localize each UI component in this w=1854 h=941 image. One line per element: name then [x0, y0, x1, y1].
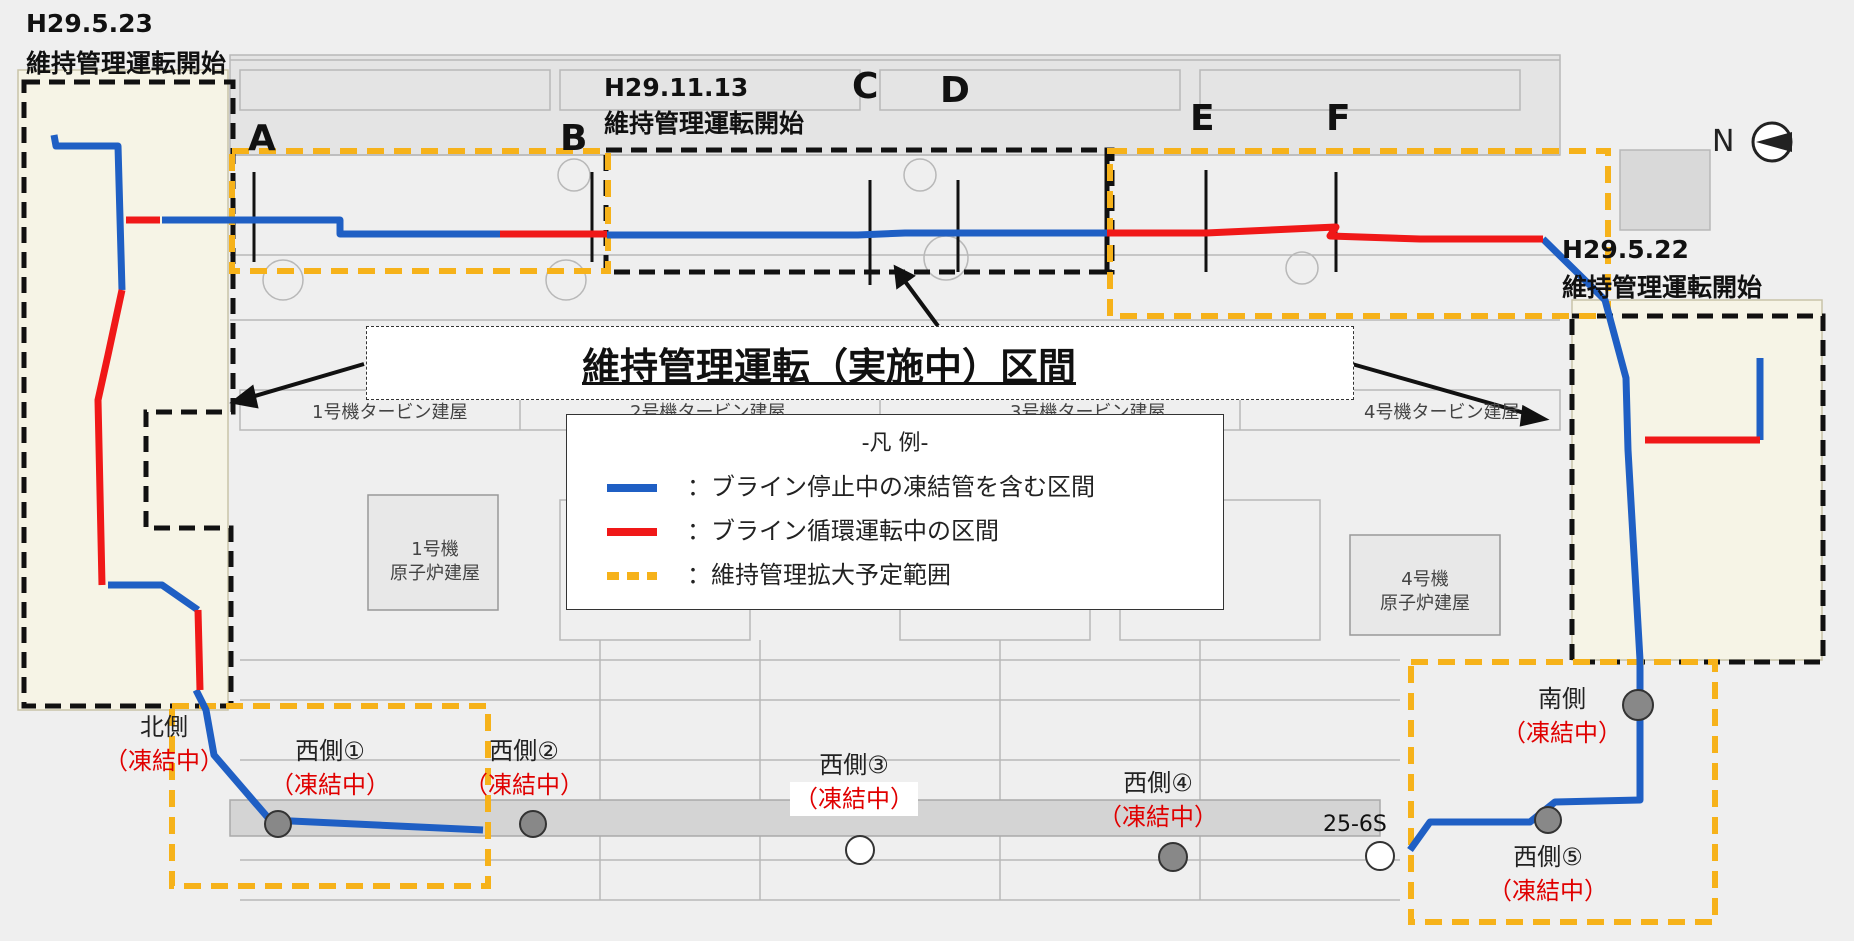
wall-west-1: 西側① （凍結中） — [270, 734, 390, 802]
red-pipe-top-ef — [1107, 223, 1543, 243]
blue-pipe-northwest — [192, 688, 484, 834]
point-25-6s — [1365, 841, 1395, 871]
wall-west-3: 西側③ （凍結中） — [790, 748, 918, 816]
legend: -凡 例- ：ブライン停止中の凍結管を含む区間 ：ブライン循環運転中の区間 ：維… — [566, 414, 1224, 610]
wall-west-4-status: （凍結中） — [1098, 803, 1218, 831]
center-date: H29.11.13 — [604, 73, 749, 102]
wall-south-name: 南側 — [1538, 685, 1586, 713]
wall-west-3-status: （凍結中） — [790, 782, 918, 816]
callout-arrows — [229, 264, 1550, 427]
section-label-c: C — [852, 66, 879, 107]
legend-swatch-yellow — [607, 572, 657, 580]
wall-west-5: 西側⑤ （凍結中） — [1488, 840, 1608, 908]
red-pipelines — [94, 216, 1760, 691]
wall-west-1-status: （凍結中） — [270, 771, 390, 799]
north-arrow — [1751, 121, 1793, 163]
point-west-5 — [1534, 806, 1562, 834]
west-date-text: 維持管理運転開始 — [26, 49, 227, 78]
east-active-region — [1569, 313, 1826, 665]
point-west-1 — [264, 810, 292, 838]
north-label: N — [1712, 124, 1735, 159]
blue-pipelines — [50, 134, 1764, 853]
planned-region-ab — [229, 148, 611, 274]
wall-south-status: （凍結中） — [1502, 719, 1622, 747]
point-west-2 — [519, 810, 547, 838]
main-title: 維持管理運転（実施中）区間 — [582, 345, 1077, 389]
section-label-e: E — [1190, 98, 1215, 139]
legend-item-red: ：ブライン循環運転中の区間 — [607, 511, 999, 546]
wall-west-2: 西側② （凍結中） — [464, 734, 584, 802]
point-south — [1622, 689, 1654, 721]
legend-label-blue: ：ブライン停止中の凍結管を含む区間 — [687, 473, 1095, 501]
point-25-6s-label: 25-6S — [1323, 812, 1387, 837]
blue-pipe-east — [1407, 236, 1644, 853]
section-label-b: B — [560, 118, 588, 159]
callout-box — [366, 326, 1354, 400]
legend-title: -凡 例- — [861, 431, 929, 456]
point-west-4 — [1158, 842, 1188, 872]
wall-north-name: 北側 — [140, 713, 188, 741]
wall-south: 南側 （凍結中） — [1502, 682, 1622, 750]
building-unit1-turbine: 1号機タービン建屋 — [312, 402, 468, 423]
wall-north-status: （凍結中） — [104, 747, 224, 775]
section-label-f: F — [1326, 98, 1351, 139]
blue-pipe-west-mid — [108, 581, 200, 613]
wall-west-5-status: （凍結中） — [1488, 877, 1608, 905]
east-date-text: 維持管理運転開始 — [1562, 273, 1763, 302]
building-unit1-reactor: 1号機 原子炉建屋 — [390, 539, 480, 584]
red-pipe-west-2 — [194, 609, 204, 691]
wall-west-1-name: 西側① — [295, 737, 365, 765]
planned-region-north — [169, 703, 491, 889]
wall-west-4: 西側④ （凍結中） — [1098, 766, 1218, 834]
blue-pipe-west-top — [50, 134, 126, 291]
legend-item-yellow: ：維持管理拡大予定範囲 — [607, 555, 951, 590]
legend-swatch-red — [607, 528, 657, 536]
planned-region-south — [1408, 659, 1718, 925]
legend-item-blue: ：ブライン停止中の凍結管を含む区間 — [607, 467, 1095, 502]
wall-west-3-name: 西側③ — [819, 751, 889, 779]
east-date: H29.5.22 — [1562, 235, 1689, 264]
section-label-a: A — [248, 118, 276, 159]
west-date: H29.5.23 — [26, 9, 153, 38]
center-date-text: 維持管理運転開始 — [604, 109, 805, 138]
wall-west-2-name: 西側② — [489, 737, 559, 765]
section-label-d: D — [940, 70, 970, 111]
legend-label-red: ：ブライン循環運転中の区間 — [687, 517, 999, 545]
red-pipe-west-1 — [94, 289, 126, 586]
wall-west-5-name: 西側⑤ — [1513, 843, 1583, 871]
blue-pipe-top-1 — [232, 216, 500, 238]
point-west-3 — [845, 835, 875, 865]
wall-north: 北側 （凍結中） — [104, 710, 224, 778]
building-unit4-reactor: 4号機 原子炉建屋 — [1380, 569, 1470, 614]
wall-west-2-status: （凍結中） — [464, 771, 584, 799]
building-unit4-turbine: 4号機タービン建屋 — [1364, 402, 1520, 423]
legend-swatch-blue — [607, 484, 657, 492]
wall-west-4-name: 西側④ — [1123, 769, 1193, 797]
observation-points — [264, 689, 1654, 872]
blue-pipe-top-2 — [607, 229, 1107, 239]
legend-label-yellow: ：維持管理拡大予定範囲 — [687, 561, 951, 589]
